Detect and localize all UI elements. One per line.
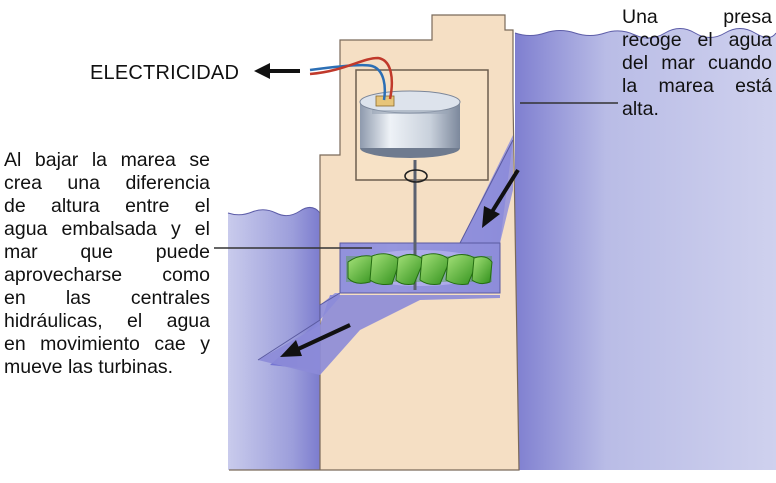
dam-explanation-line: Una presa (622, 6, 772, 28)
electric-wires (309, 56, 394, 101)
arrow-down-left-icon (280, 323, 351, 357)
arrow-left-icon (254, 63, 300, 79)
generator-icon (359, 90, 461, 158)
turbine-explanation-line: agua embalsada y el (4, 218, 210, 240)
turbine-explanation-line: Al bajar la marea se (4, 149, 210, 171)
shaft-coupling (404, 169, 428, 183)
turbine-explanation-line: hidráulicas, el agua (4, 310, 210, 332)
electricity-label: ELECTRICIDAD (90, 62, 240, 84)
turbine-explanation-line: crea una diferencia (4, 172, 210, 194)
dam-explanation-line: del mar cuando (622, 52, 772, 74)
sea-low-tide (227, 207, 321, 470)
sea-high-tide (514, 28, 776, 470)
dam-explanation-line: alta. (622, 98, 659, 120)
turbine-icon (346, 253, 493, 285)
turbine-explanation-line: en las centrales (4, 287, 210, 309)
dam-explanation: Una presa recoge el agua del mar cuando … (622, 6, 772, 121)
turbine-explanation-line: en movimiento cae y (4, 333, 210, 355)
dam-explanation-line: recoge el agua (622, 29, 772, 51)
arrow-down-left-icon (482, 168, 520, 228)
turbine-explanation-line: aprovecharse como (4, 264, 210, 286)
turbine-explanation-line: mueve las turbinas. (4, 356, 174, 378)
turbine-explanation: Al bajar la marea se crea una diferencia… (4, 149, 210, 379)
turbine-explanation-line: de altura entre el (4, 195, 210, 217)
dam-explanation-line: la marea está (622, 75, 772, 97)
turbine-explanation-line: mar que puede (4, 241, 210, 263)
